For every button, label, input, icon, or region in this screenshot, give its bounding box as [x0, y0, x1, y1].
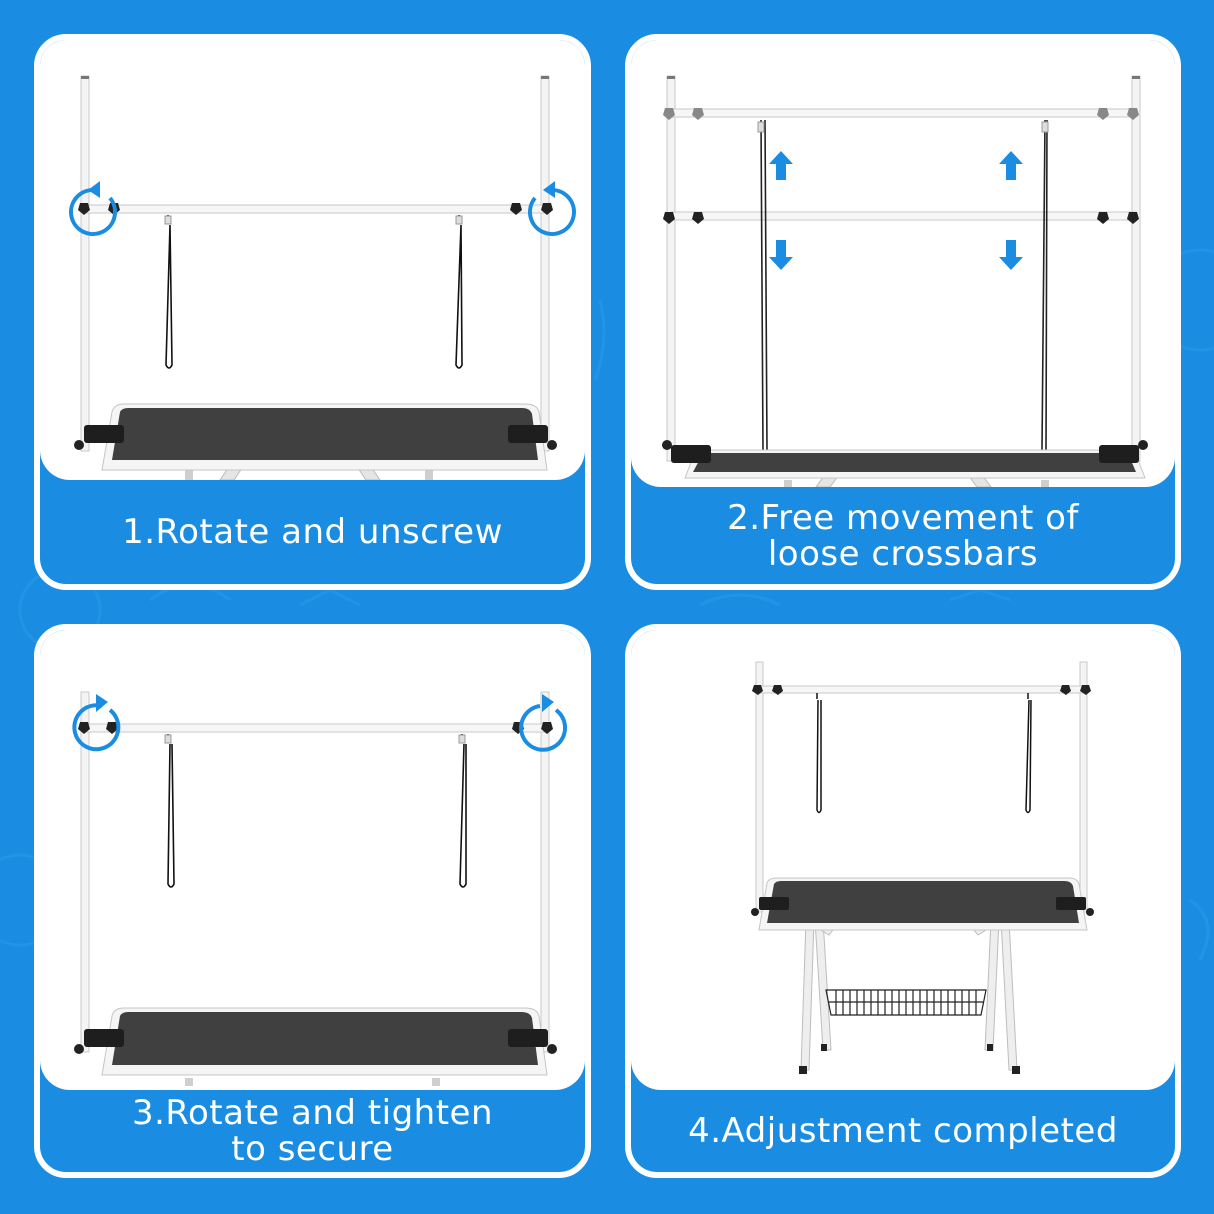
- product-image-step-1: [40, 40, 585, 480]
- product-image-step-2: [631, 40, 1175, 487]
- step-card-1: 1.Rotate and unscrew: [34, 34, 591, 590]
- grooming-table-illustration: [662, 75, 1148, 487]
- step-caption-1: 1.Rotate and unscrew: [40, 480, 585, 584]
- grooming-table-illustration: [751, 661, 1094, 1074]
- caption-line: 3.Rotate and tighten: [131, 1093, 494, 1133]
- step-card-4: 4.Adjustment completed: [625, 624, 1181, 1178]
- caption-line: 4.Adjustment completed: [688, 1111, 1118, 1151]
- caption-line: 1.Rotate and unscrew: [122, 512, 503, 552]
- caption-line: to secure: [231, 1129, 394, 1169]
- grooming-table-illustration: [74, 75, 557, 480]
- caption-line: 2.Free movement of: [727, 497, 1079, 538]
- product-image-step-3: [40, 630, 585, 1090]
- product-image-step-4: [631, 630, 1175, 1090]
- step-caption-4: 4.Adjustment completed: [631, 1090, 1175, 1172]
- caption-line: loose crossbars: [767, 533, 1039, 574]
- step-caption-3: 3.Rotate and tighten to secure: [40, 1090, 585, 1172]
- storage-basket: [825, 989, 987, 1016]
- step-caption-2: 2.Free movement of loose crossbars: [631, 487, 1175, 584]
- step-card-3: 3.Rotate and tighten to secure: [34, 624, 591, 1178]
- step-card-2: 2.Free movement of loose crossbars: [625, 34, 1181, 590]
- grooming-table-illustration: [74, 691, 557, 1086]
